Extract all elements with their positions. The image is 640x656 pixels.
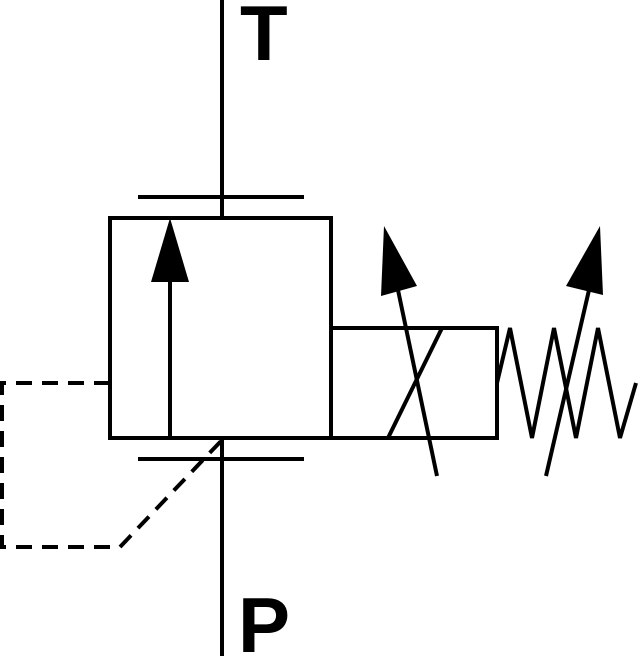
variable-arrow-spring-head — [566, 226, 603, 295]
pressure-port-label: P — [238, 581, 291, 656]
flow-arrow-head — [151, 218, 189, 282]
valve-envelope — [108, 216, 333, 440]
variable-arrow-solenoid-shaft — [396, 289, 439, 477]
solenoid-diagonal — [386, 327, 444, 439]
pilot-line — [0, 381, 224, 549]
adjustable-spring — [495, 327, 638, 439]
variable-arrow-spring-shaft — [544, 289, 591, 477]
variable-arrow-solenoid-head — [381, 226, 417, 296]
tank-port-label: T — [240, 0, 288, 77]
